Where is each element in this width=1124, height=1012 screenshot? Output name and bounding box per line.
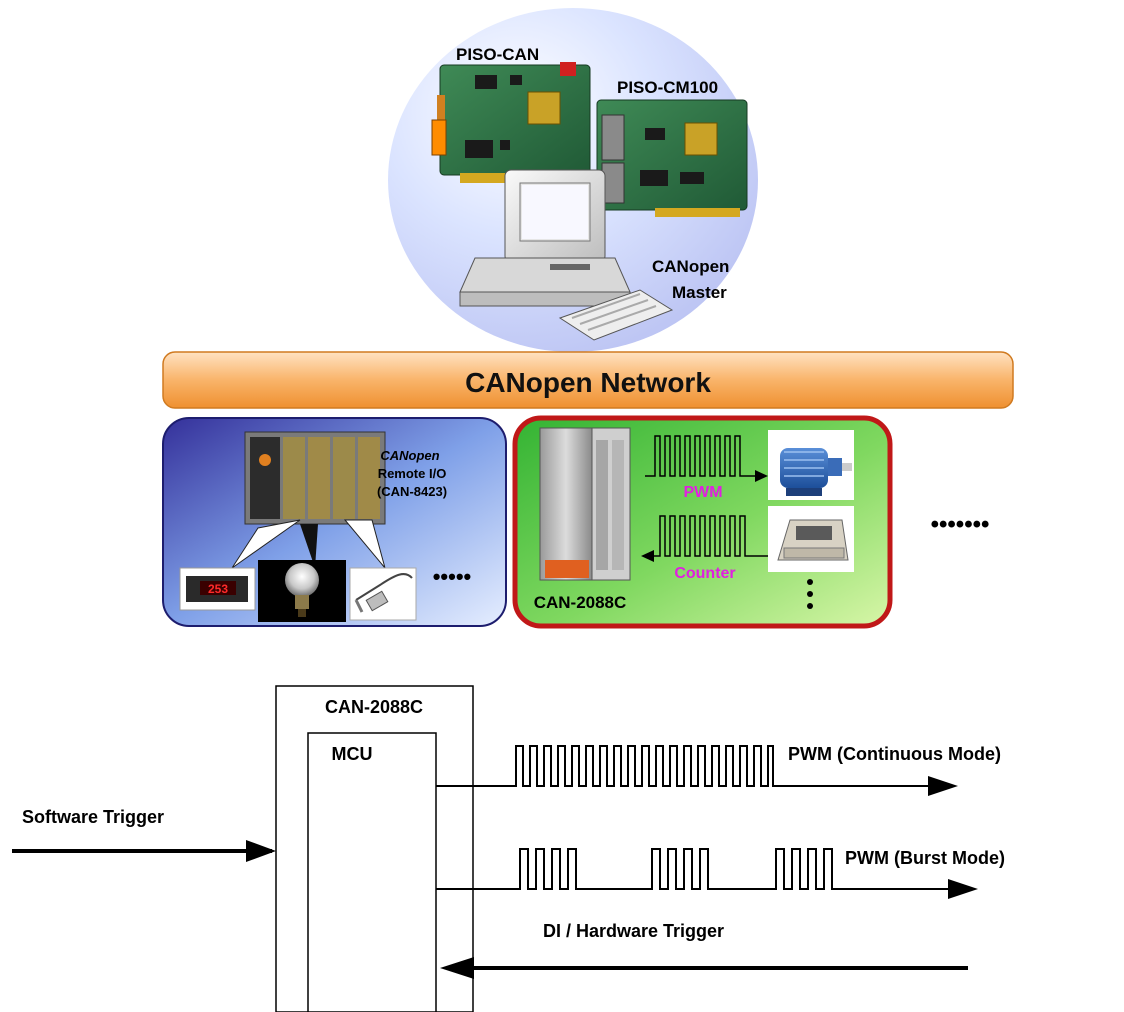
pwm-output-waveform [645, 435, 758, 477]
di-hardware-trigger-label: DI / Hardware Trigger [543, 921, 724, 941]
mcu-label: MCU [332, 744, 373, 764]
counter-input-waveform [650, 515, 770, 557]
pwm-burst-label: PWM (Burst Mode) [845, 848, 1005, 868]
can-2088c-box-label: CAN-2088C [325, 697, 423, 717]
vertical-more-dots [807, 579, 813, 609]
remote-io-line1: CANopen [380, 448, 439, 463]
software-trigger-label: Software Trigger [22, 807, 164, 827]
remote-io-more-dots: ••••• [433, 564, 472, 589]
piso-can-label: PISO-CAN [456, 45, 539, 64]
can-2088c-panel: CAN-2088C PWM Counter [512, 415, 893, 629]
can-2088c-module-image [539, 427, 631, 581]
light-bulb-image [258, 560, 346, 622]
can-8423-device-image [244, 431, 386, 525]
network-bar: CANopen Network [162, 351, 1014, 409]
pwm-continuous-label: PWM (Continuous Mode) [788, 744, 1001, 764]
pwm-continuous-waveform [436, 745, 930, 787]
remote-io-line2: Remote I/O [378, 466, 447, 481]
pwm-burst-arrowhead [948, 879, 978, 899]
software-trigger-arrowhead [246, 840, 276, 862]
sensor-probe-image [349, 567, 417, 621]
motor-image [768, 430, 854, 500]
digital-display-image: 253 [179, 567, 256, 611]
callout-wedge-sensor [343, 519, 386, 569]
pwm-output-arrowhead [755, 470, 768, 482]
master-section: PISO-CAN PISO-CM100 CANopen Master [388, 8, 758, 352]
canopen-master-line1: CANopen [652, 257, 729, 276]
computer-image [459, 169, 674, 341]
mcu-box [307, 732, 437, 1012]
canopen-master-line2: Master [672, 283, 727, 302]
display-readout: 253 [208, 582, 228, 596]
pwm-label: PWM [683, 484, 722, 501]
remote-io-panel: CANopen Remote I/O (CAN-8423) 253 • [162, 417, 507, 627]
callout-wedge-display [231, 519, 301, 569]
remote-io-line3: (CAN-8423) [377, 484, 447, 499]
di-hardware-trigger-arrowhead [440, 957, 474, 979]
can-2088c-module-label: CAN-2088C [534, 593, 627, 612]
pwm-continuous-arrowhead [928, 776, 958, 796]
callout-wedge-bulb [300, 524, 318, 568]
more-nodes-dots: ••••••• [931, 511, 990, 538]
money-counter-image [768, 506, 854, 572]
network-title: CANopen Network [465, 367, 711, 398]
piso-cm100-board-image [596, 99, 748, 217]
piso-can-board-image [431, 62, 591, 183]
counter-input-arrowhead [641, 550, 654, 562]
counter-label: Counter [674, 565, 735, 582]
pwm-burst-waveform [436, 848, 950, 890]
block-diagram: CAN-2088C MCU Software Trigger PWM (Cont… [12, 685, 1005, 1012]
piso-cm100-label: PISO-CM100 [617, 78, 718, 97]
